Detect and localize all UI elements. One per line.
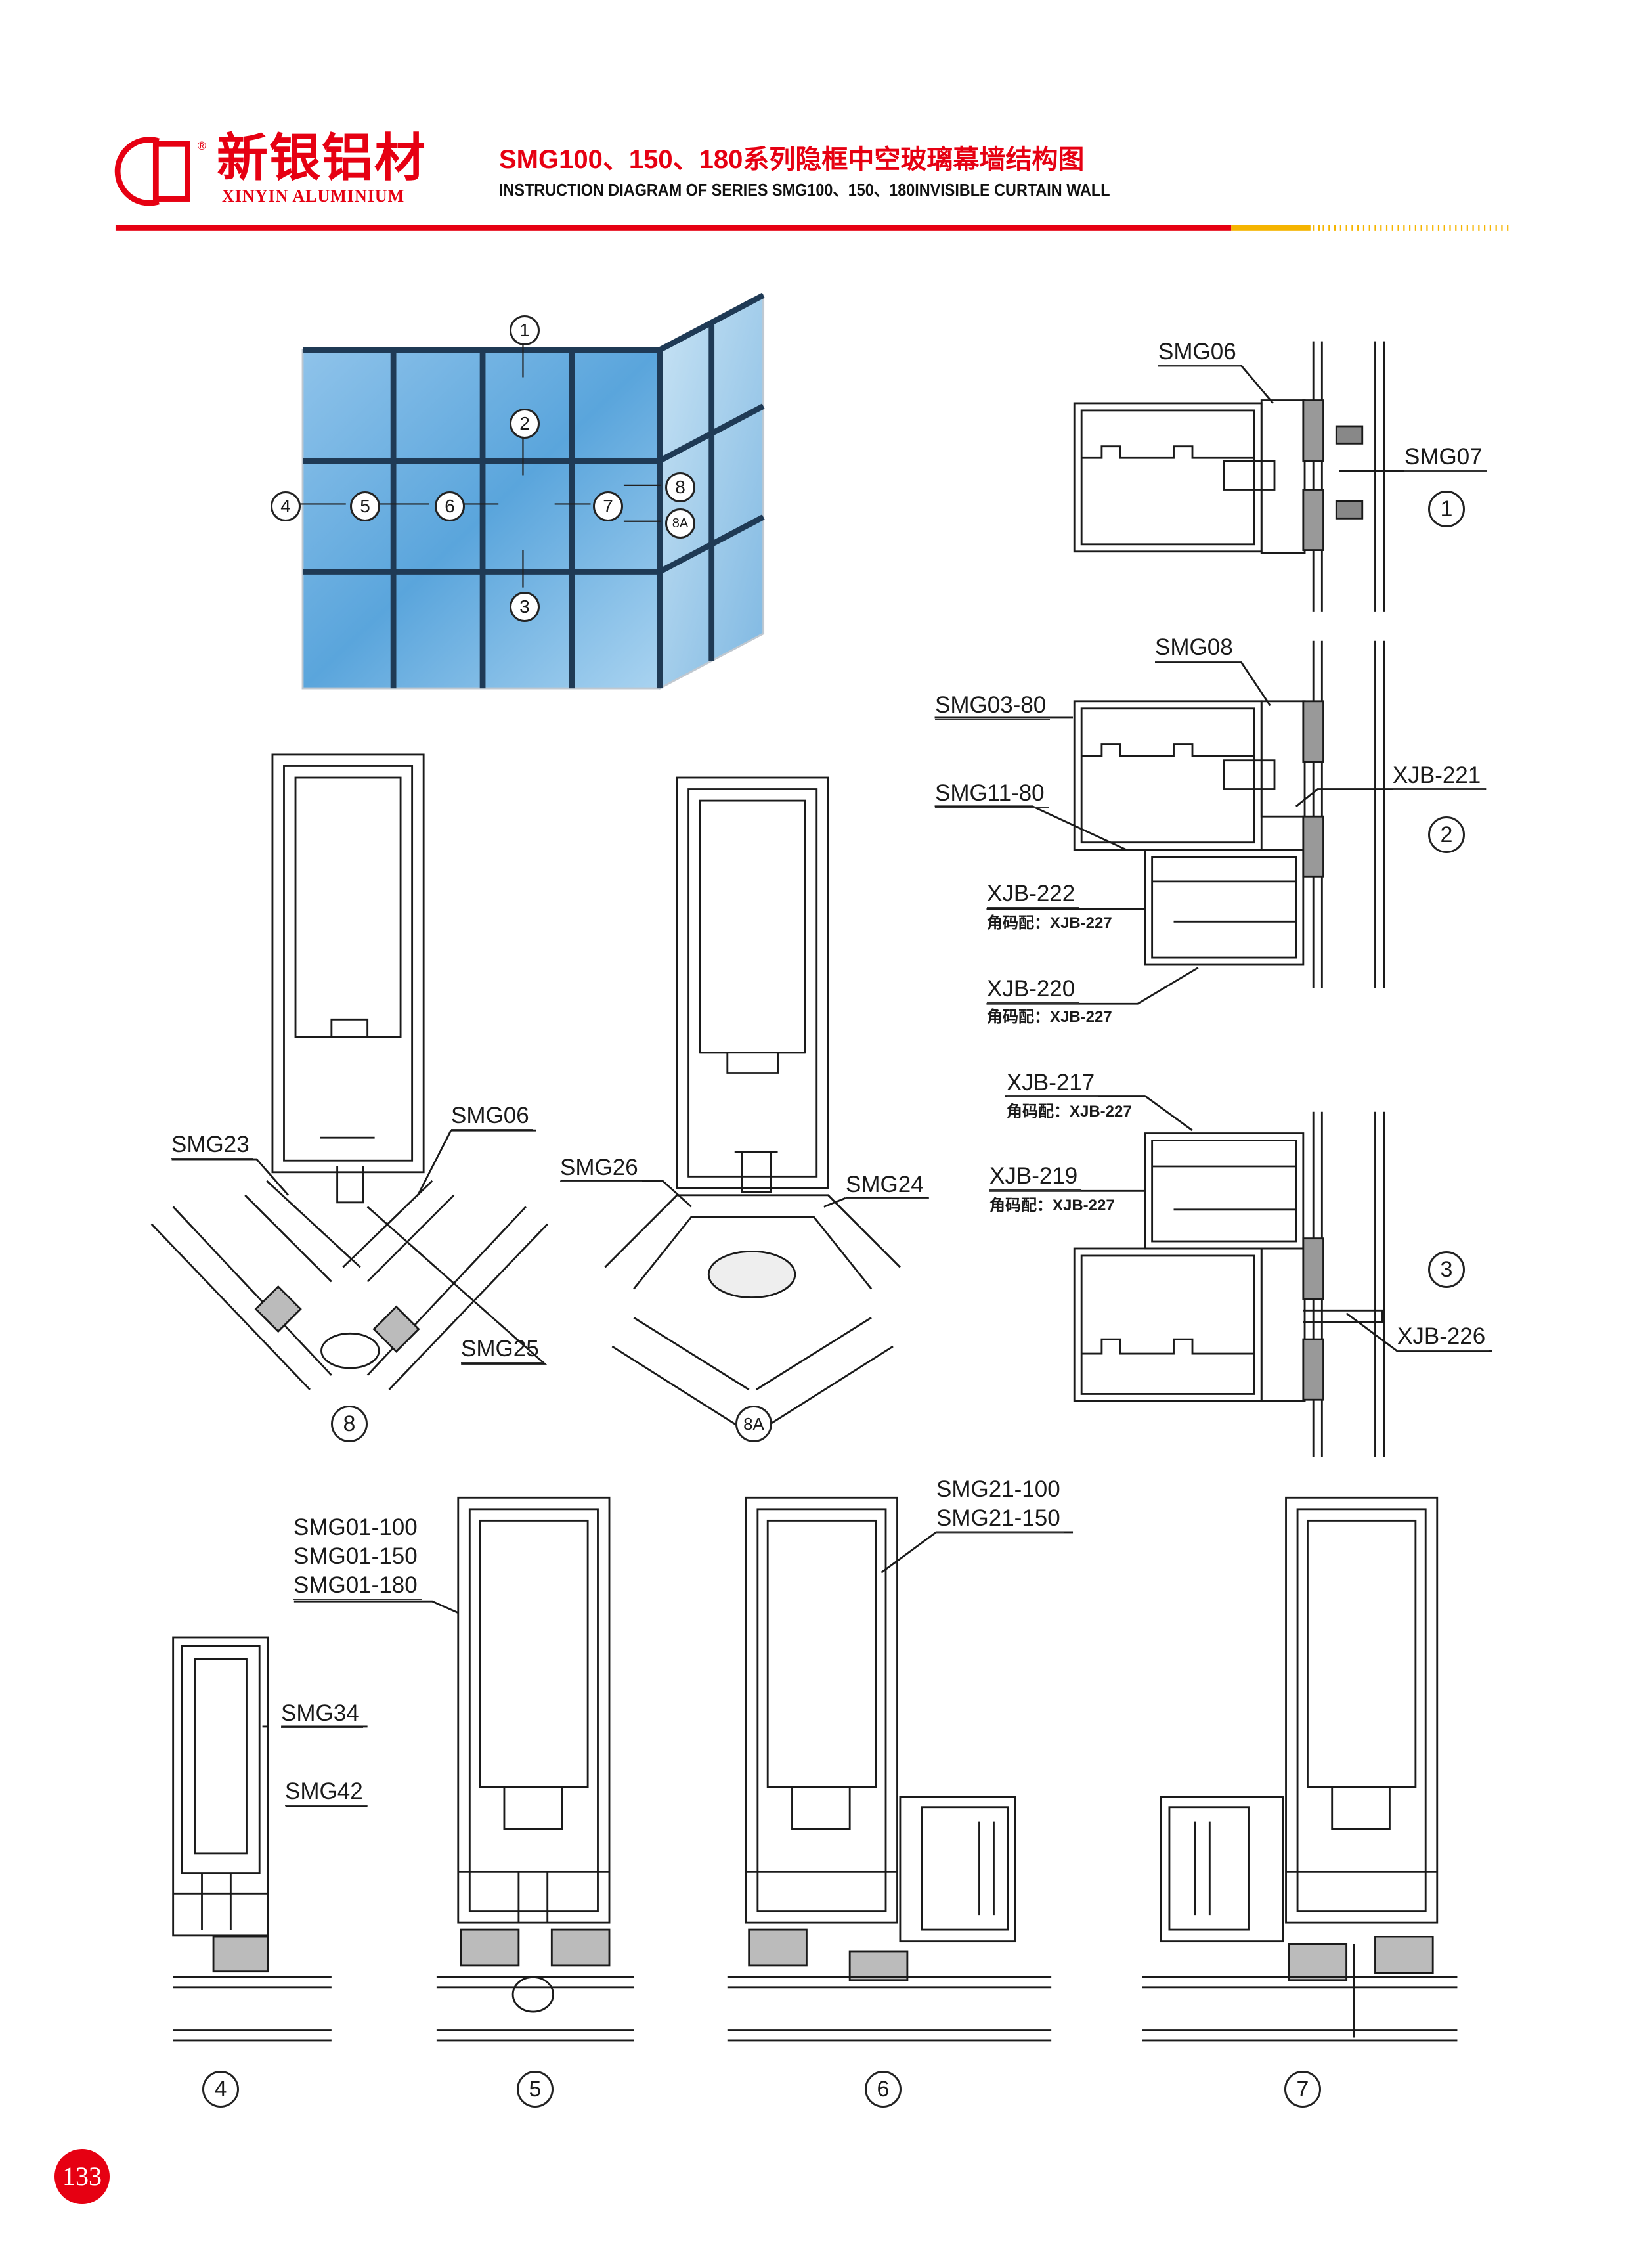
corner-note-xjb-220: 角码配：XJB-227 [987, 1008, 1112, 1026]
facade-marker-3: 3 [510, 592, 540, 622]
label-smg01-100: SMG01-100 [293, 1515, 418, 1540]
label-smg11-80: SMG11-80 [935, 780, 1049, 808]
detail-number-1: 1 [1428, 491, 1465, 527]
label-smg08: SMG08 [1155, 634, 1237, 662]
facade-marker-2: 2 [510, 409, 540, 439]
label-smg34: SMG34 [281, 1700, 363, 1728]
label-smg03-80: SMG03-80 [935, 692, 1051, 720]
detail-number-2: 2 [1428, 816, 1465, 853]
corner-note-xjb-219: 角码配：XJB-227 [989, 1197, 1115, 1214]
curtain-wall-facade-image [298, 292, 765, 690]
detail-number-8a: 8A [735, 1406, 772, 1442]
label-smg21-100: SMG21-100 [936, 1476, 1060, 1502]
logo-chinese-text: 新银铝材 [217, 129, 427, 187]
detail-number-3: 3 [1428, 1251, 1465, 1288]
label-smg24: SMG24 [846, 1172, 928, 1199]
corner-note-xjb-222: 角码配：XJB-227 [987, 914, 1112, 932]
facade-marker-7: 7 [593, 491, 623, 521]
header-yellow-bar [1231, 225, 1311, 231]
detail-number-4: 4 [202, 2071, 239, 2108]
label-smg26: SMG26 [560, 1155, 642, 1182]
facade-marker-8a: 8A [665, 508, 695, 539]
facade-marker-8: 8 [665, 472, 695, 502]
label-smg21-150: SMG21-150 [936, 1505, 1064, 1533]
page-title: SMG100、150、180系列隐框中空玻璃幕墙结构图 [499, 145, 1085, 174]
page-number-badge: 133 [54, 2149, 110, 2204]
label-xjb-217: XJB-217 [1007, 1070, 1099, 1097]
detail-6-drawing [727, 1496, 1074, 2042]
detail-5-drawing [293, 1496, 634, 2042]
facade-marker-4: 4 [271, 491, 301, 521]
label-smg01-180: SMG01-180 [293, 1572, 422, 1600]
detail-3-drawing [989, 1095, 1492, 1457]
label-smg06: SMG06 [1158, 339, 1240, 366]
label-xjb-220: XJB-220 [987, 976, 1079, 1004]
detail-number-6: 6 [865, 2071, 902, 2108]
detail-number-5: 5 [517, 2071, 554, 2108]
label-smg06-corner: SMG06 [451, 1103, 533, 1130]
label-xjb-226: XJB-226 [1397, 1323, 1490, 1351]
detail-number-7: 7 [1284, 2071, 1321, 2108]
label-smg07: SMG07 [1404, 444, 1487, 472]
label-xjb-221: XJB-221 [1393, 763, 1485, 790]
detail-7-drawing [1142, 1496, 1458, 2042]
logo-english-text: XINYIN ALUMINIUM [222, 187, 405, 206]
label-smg01-150: SMG01-150 [293, 1543, 418, 1569]
detail-1-drawing [1073, 341, 1483, 612]
page-subtitle: INSTRUCTION DIAGRAM OF SERIES SMG100、150… [499, 180, 1110, 200]
svg-text:®: ® [198, 139, 206, 152]
label-smg25: SMG25 [461, 1336, 543, 1363]
label-xjb-219: XJB-219 [989, 1163, 1082, 1191]
detail-2-drawing [934, 640, 1487, 1005]
header-stripes [1313, 225, 1509, 231]
logo-mark-icon: ® [114, 137, 206, 206]
corner-note-xjb-217: 角码配：XJB-227 [1007, 1103, 1132, 1120]
label-xjb-222: XJB-222 [987, 881, 1079, 908]
detail-8a-drawing [560, 776, 929, 1434]
detail-4-drawing [172, 1636, 368, 2042]
label-smg23: SMG23 [171, 1132, 253, 1159]
header-red-bar [115, 225, 1232, 231]
facade-marker-6: 6 [435, 491, 465, 521]
detail-8-drawing [150, 753, 548, 1390]
facade-marker-5: 5 [350, 491, 380, 521]
label-smg42: SMG42 [285, 1779, 367, 1806]
detail-number-8: 8 [331, 1406, 368, 1442]
facade-marker-1: 1 [510, 315, 540, 345]
